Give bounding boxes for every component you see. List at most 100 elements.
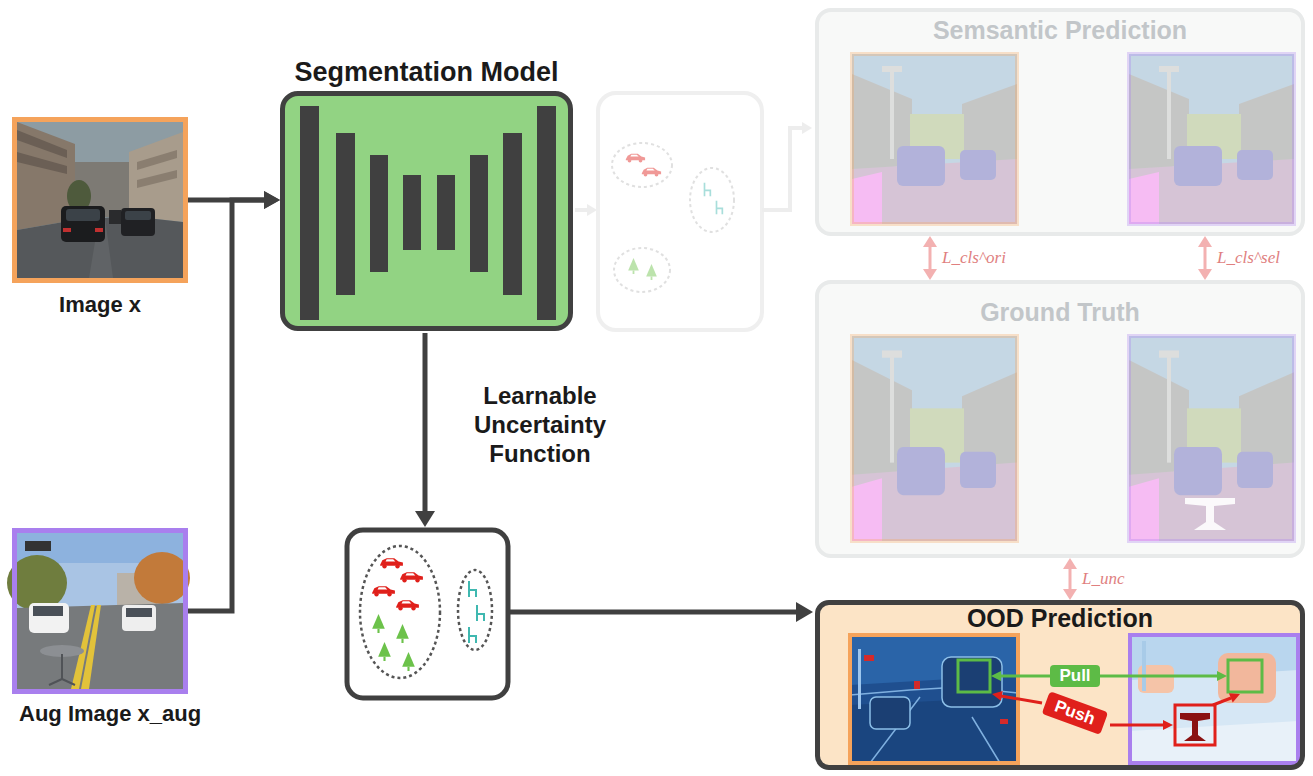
ood-panel-art-part [1175, 705, 1215, 745]
ood-panel-art-part [1217, 671, 1227, 681]
ground-truth-art-part [817, 282, 1303, 556]
text-holder: Semsantic Prediction [819, 16, 1301, 45]
ood-panel-art-part-part [1142, 641, 1146, 691]
arrow-head [1198, 269, 1212, 280]
arrow-head [923, 236, 937, 247]
faded-feature-box-part [612, 143, 672, 187]
ground-truth-art-part [852, 336, 1017, 541]
feature-cluster-box-part [347, 530, 508, 698]
augmented-photo-part [33, 606, 63, 616]
image-caption: Aug Image x_aug [19, 701, 201, 726]
faded-feature-box-part [802, 122, 812, 134]
feature-cluster-box [347, 333, 813, 698]
semantic-panel-art-part [1129, 54, 1294, 224]
street-photo-part [66, 209, 100, 221]
ood-panel-art-part [1000, 675, 1218, 678]
feature-cluster-box-part [458, 570, 492, 650]
ood-panel-art-part-part [1180, 713, 1210, 741]
ood-panel-art-part-part [850, 635, 1018, 763]
faded-feature-box-part [646, 264, 657, 280]
ood-panel-art-part-part [1130, 635, 1298, 763]
feature-cluster-box-part [510, 610, 797, 615]
augmented-photo-part [25, 541, 51, 551]
push-tag: Push [1042, 691, 1108, 734]
ood-panel-art-part [817, 602, 1303, 768]
street-photo-part [137, 170, 177, 188]
ground-truth-art-part [1129, 336, 1294, 541]
street-photo-part [125, 211, 151, 220]
street-photo-part [61, 206, 105, 242]
faded-feature-box [575, 93, 812, 330]
ood-panel-art-part [958, 660, 990, 692]
augmented-image: Aug Image x_aug [12, 528, 188, 694]
ood-panel-art-part [1001, 696, 1042, 703]
ground-truth-art-part [1185, 498, 1235, 530]
ood-panel-art-part [992, 691, 1003, 701]
text-holder: Push [1052, 697, 1098, 730]
network-layers-part [537, 106, 556, 320]
arrow-head [923, 269, 937, 280]
text-holder: Image x [0, 292, 243, 317]
augmented-photo-part [49, 679, 75, 685]
ood-panel-art-part [1229, 693, 1240, 702]
network-layers-part [300, 106, 319, 320]
ground-truth-art-part [1129, 336, 1294, 541]
semantic-panel-art-part [817, 10, 1303, 234]
feature-cluster-box-part [380, 558, 403, 568]
feature-cluster-box-part [372, 586, 395, 596]
ood-panel-art-part [1228, 660, 1262, 692]
prediction-panel: Semsantic Prediction [815, 8, 1305, 236]
ood-panel: OOD PredictionPullPush [815, 600, 1305, 770]
arrow-head [1198, 236, 1212, 247]
network-layers-part [403, 175, 421, 250]
loss-label: L_unc [1080, 569, 1127, 589]
ood-panel-art-part-part [858, 649, 861, 709]
street-photo [17, 122, 183, 278]
augmented-photo-part [134, 552, 190, 604]
faded-feature-box-part [575, 208, 588, 212]
faded-feature-box-part [626, 154, 645, 163]
connector [923, 236, 937, 280]
faded-feature-box-part [587, 204, 597, 216]
semantic-panel-art [817, 10, 1303, 234]
feature-cluster-box-part [796, 602, 813, 622]
network-layers-part [370, 155, 388, 272]
network-layers [282, 93, 571, 329]
street-photo-part [17, 130, 67, 158]
arrow-label: Learnable Uncertainty Function [440, 382, 640, 468]
augmented-photo-part [61, 654, 63, 679]
faded-feature-box-part [690, 168, 734, 232]
tag-text: Push [1052, 697, 1098, 730]
ground-truth-panel: Ground Truth [815, 280, 1305, 558]
network-layers-part [336, 133, 355, 295]
augmented-photo-part [126, 608, 152, 617]
arrow-head [1063, 558, 1077, 569]
edge-label-holder: L_cls^ori [940, 248, 1008, 268]
arrow-head [264, 191, 280, 209]
panel-title: OOD Prediction [820, 604, 1300, 633]
arrow-head [1063, 589, 1077, 600]
ood-panel-art-part [1130, 635, 1298, 763]
pull-tag: Pull [1050, 665, 1099, 687]
ood-panel-art-part [1110, 724, 1164, 727]
input-image: Image x [12, 117, 188, 283]
faded-feature-box-part [614, 248, 670, 292]
faded-feature-box-part [705, 183, 711, 196]
arrow-head [264, 191, 280, 209]
augmented-photo-part [17, 603, 183, 689]
feature-cluster-box-part [360, 546, 440, 678]
feature-cluster-box-part [477, 605, 484, 621]
text-holder: Ground Truth [819, 298, 1301, 327]
ood-panel-art-part-part [1000, 719, 1008, 724]
feature-cluster-box-part [396, 624, 409, 643]
ood-panel-art-part-part [942, 657, 1002, 707]
text-holder: Pull [1059, 666, 1090, 686]
connector-line [1204, 246, 1207, 270]
network-layers-part [470, 155, 488, 272]
feature-cluster-box-part [469, 581, 476, 597]
text-holder: Aug Image x_aug [19, 701, 201, 726]
network-layers-part [282, 93, 571, 329]
